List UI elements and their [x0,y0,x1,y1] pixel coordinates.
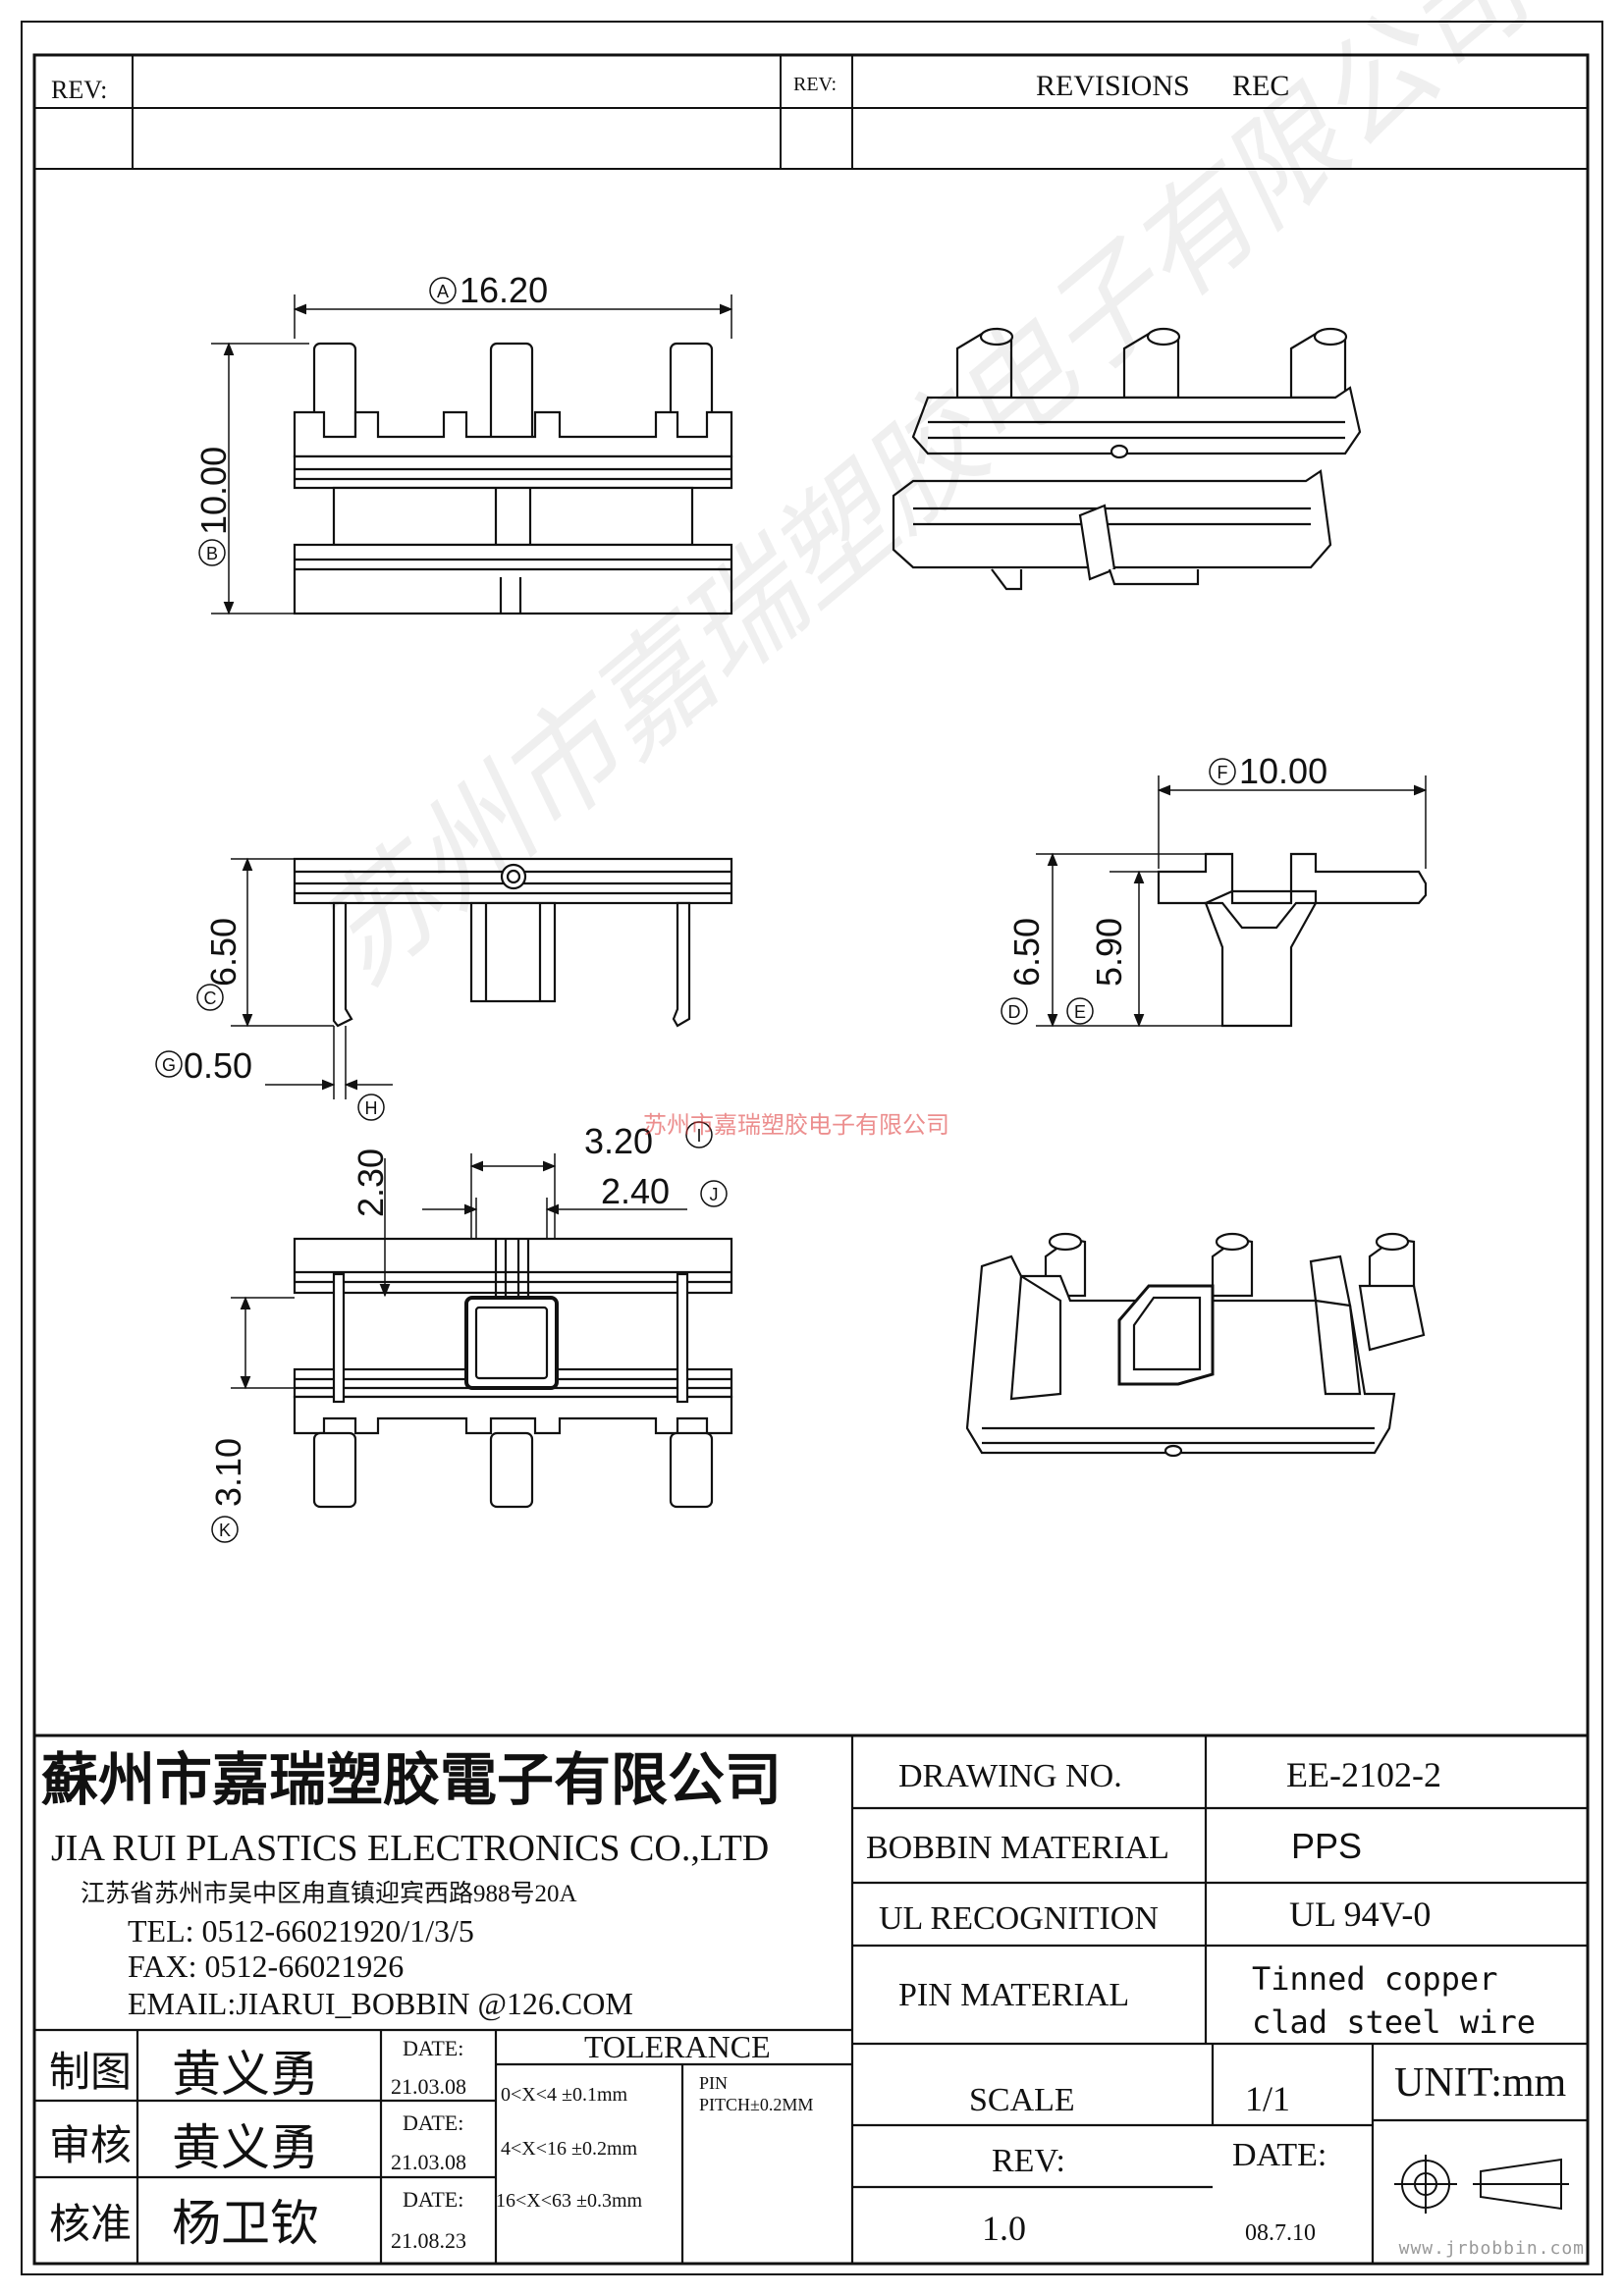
revision-table [34,55,1588,170]
end-view [1157,852,1428,1028]
approved-by: 杨卫钦 [172,2196,319,2251]
scale-value: 1/1 [1245,2079,1290,2118]
dim-e [1066,870,1159,1028]
pin-material-label: PIN MATERIAL [898,1977,1129,2013]
rev-label-left: REV: [51,76,107,104]
dim-b-tag: B [206,544,218,563]
revisions-label: REVISIONS [1036,70,1190,102]
tolerance-row-2: 4<X<16 ±0.2mm [501,2138,638,2160]
dim-f [1157,758,1428,869]
tolerance-label: TOLERANCE [584,2029,771,2064]
date-label: DATE: [1232,2137,1326,2173]
dim-j-tag: J [710,1185,719,1204]
dim-g [155,1026,393,1099]
dim-j-value: 2.40 [601,1171,670,1211]
rec-label: REC [1232,70,1289,102]
company-cn: 蘇州市嘉瑞塑胶電子有限公司 [41,1748,782,1812]
dim-k-tag: K [219,1521,231,1540]
dim-d-value: 6.50 [1006,918,1047,987]
date-value: 08.7.10 [1245,2220,1316,2246]
pin-material-2: clad steel wire [1252,2003,1536,2041]
ul-label: UL RECOGNITION [879,1900,1159,1937]
dim-h-value: 2.30 [351,1148,391,1217]
rev-label: REV: [992,2143,1065,2179]
scale-label: SCALE [969,2082,1075,2118]
dim-f-tag: F [1218,763,1228,782]
isometric-view-bottom [965,1232,1426,1458]
dim-c-tag: C [204,988,217,1008]
approved-label: 核准 [49,2203,132,2248]
date-value-1: 21.03.08 [391,2074,466,2099]
dim-j [422,1180,728,1239]
company-tel: TEL: 0512-66021920/1/3/5 [128,1913,474,1949]
date-label-2: DATE: [403,2110,463,2135]
company-en: JIA RUI PLASTICS ELECTRONICS CO.,LTD [51,1828,769,1869]
bobbin-material: PPS [1291,1826,1362,1866]
unit: UNIT:mm [1394,2060,1567,2106]
bobbin-material-label: BOBBIN MATERIAL [866,1830,1169,1866]
dim-k-value: 3.10 [208,1438,248,1507]
dim-g-value: 0.50 [184,1045,252,1086]
dim-e-value: 5.90 [1089,918,1129,987]
date-label-3: DATE: [403,2187,463,2212]
rev-value: 1.0 [982,2209,1026,2248]
checked-label: 审核 [49,2123,132,2169]
ul-value: UL 94V-0 [1289,1895,1431,1934]
dim-e-tag: E [1074,1002,1086,1022]
dim-i-tag: I [696,1126,701,1146]
pin-label: PIN [699,2073,728,2093]
dim-f-value: 10.00 [1239,751,1327,791]
dim-d [1001,852,1222,1028]
pin-material-1: Tinned copper [1252,1960,1497,1998]
watermark-url: www.jrbobbin.com [1398,2238,1585,2259]
drawn-label: 制图 [49,2051,132,2096]
dim-i-value: 3.20 [584,1121,653,1161]
date-value-3: 21.08.23 [391,2228,466,2253]
watermark-company: 苏州市嘉瑞塑胶电子有限公司 [643,1111,949,1139]
dim-h-tag: H [365,1098,378,1118]
tolerance-row-3: 16<X<63 ±0.3mm [496,2190,643,2212]
dim-b [198,342,309,615]
date-value-2: 21.03.08 [391,2150,466,2174]
drawing-no: EE-2102-2 [1286,1755,1441,1794]
rev-label-right: REV: [793,74,837,95]
outer-border [21,21,1603,2275]
side-view [293,857,733,1028]
dim-c [196,857,334,1028]
dim-g-tag: G [162,1055,176,1075]
company-fax: FAX: 0512-66021926 [128,1949,404,1984]
company-email: EMAIL:JIARUI_BOBBIN @126.COM [128,1986,633,2021]
dim-h [357,1094,391,1298]
dim-c-value: 6.50 [203,918,244,987]
top-view [293,1237,733,1509]
dim-a-value: 16.20 [460,270,548,310]
inner-border [32,53,1590,2266]
title-block [34,1734,1588,2264]
dim-a [293,277,733,339]
dim-b-value: 10.00 [193,447,234,535]
dim-i [469,1121,713,1239]
pin-pitch: PITCH±0.2MM [699,2095,813,2114]
tolerance-row-1: 0<X<4 ±0.1mm [501,2084,628,2106]
company-address: 江苏省苏州市吴中区甪直镇迎宾西路988号20A [81,1880,577,1907]
projection-symbol-icon [1394,2155,1569,2214]
front-view [293,342,733,615]
dim-d-tag: D [1008,1002,1021,1022]
dim-k [211,1296,295,1543]
drawing-no-label: DRAWING NO. [898,1758,1122,1794]
checked-by: 黄义勇 [172,2120,319,2175]
drawn-by: 黄义勇 [172,2047,319,2102]
isometric-view-top [892,327,1362,591]
dim-a-tag: A [437,282,449,301]
date-label-1: DATE: [403,2036,463,2060]
